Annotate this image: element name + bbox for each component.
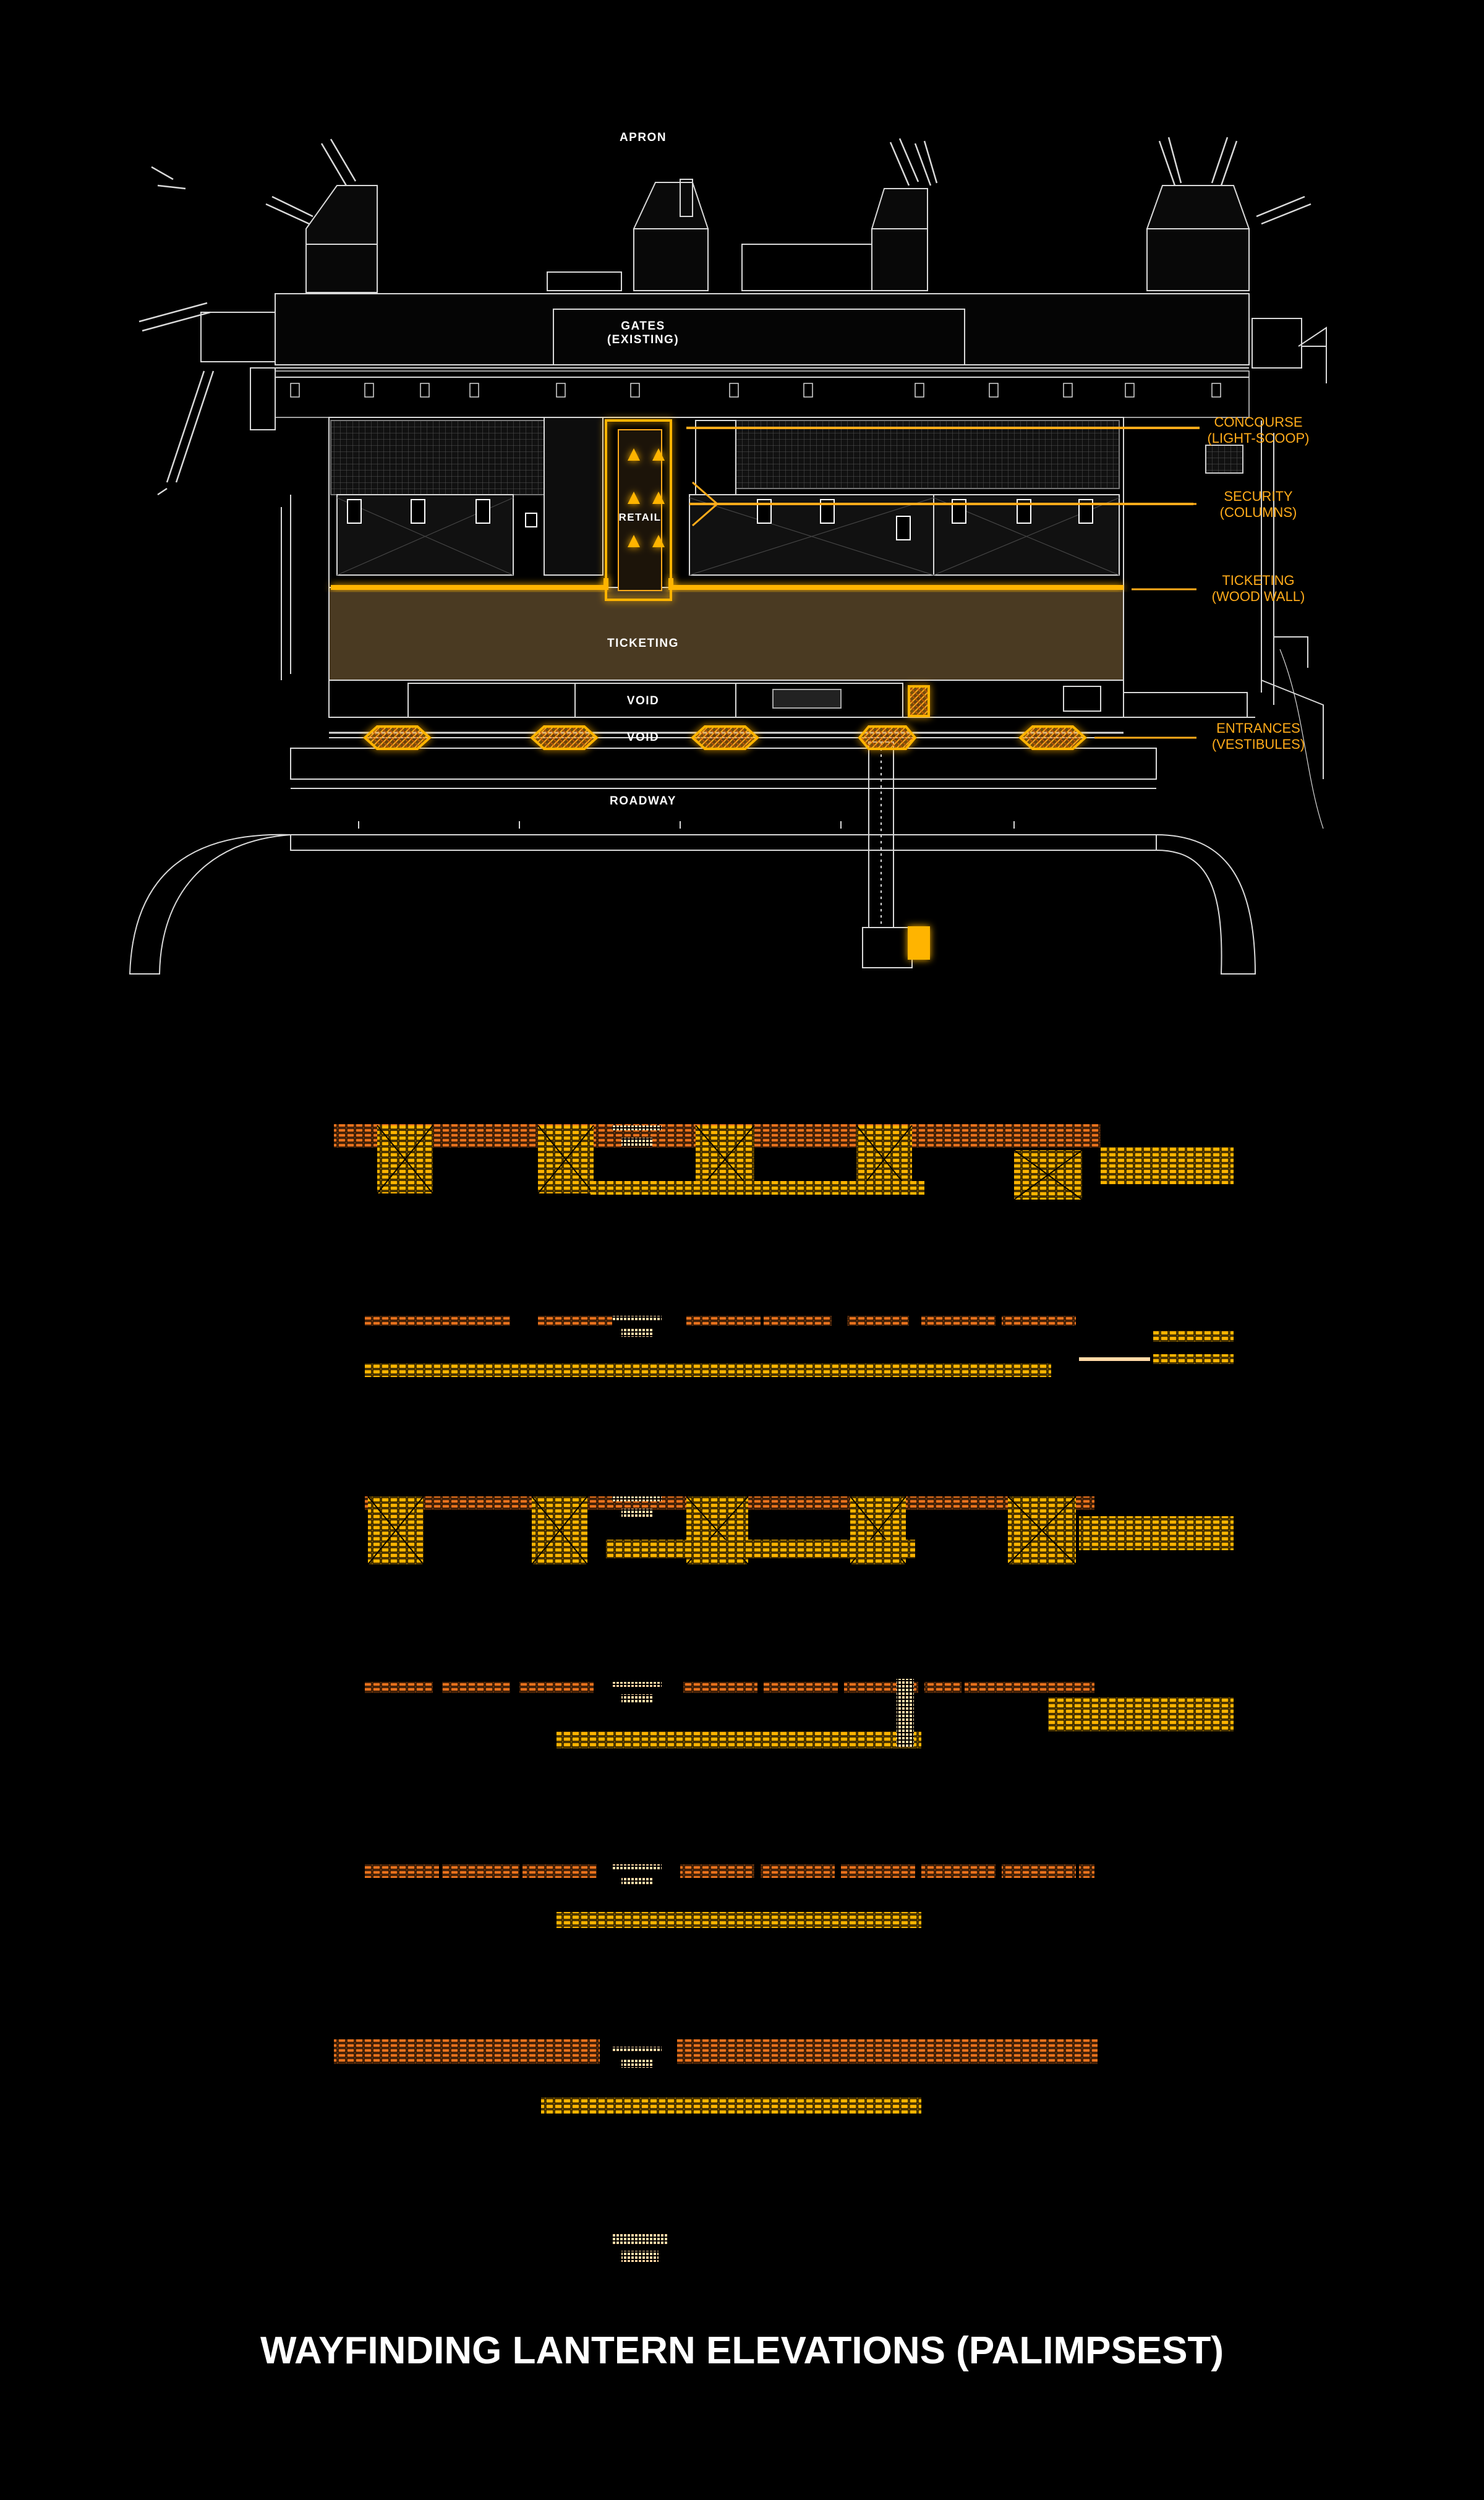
- concourse-lantern-strip: [680, 1864, 754, 1878]
- garage-lantern: [1153, 1354, 1234, 1364]
- gate-room-row: [275, 370, 1250, 418]
- concourse-lantern-strip: [1002, 1864, 1076, 1878]
- retail-lantern: [612, 1682, 662, 1687]
- concourse-lantern-strip: [442, 1682, 510, 1693]
- ticketing-lantern-strip: [606, 1540, 915, 1558]
- concourse-lantern-strip: [519, 1682, 594, 1693]
- security-columns: [347, 499, 1093, 540]
- retail-lantern: [621, 1877, 652, 1885]
- concourse-lantern-strip: [965, 1682, 1094, 1693]
- concourse-lantern-strip: [1079, 1864, 1094, 1878]
- concourse-lantern-strip: [847, 1316, 909, 1326]
- gates-label: GATES (EXISTING): [607, 320, 680, 346]
- ticketing-lantern-strip: [556, 1731, 921, 1749]
- callout-concourse: CONCOURSE (LIGHT-SCOOP): [1207, 414, 1310, 446]
- floor-plan: [129, 137, 1327, 975]
- concourse-lantern-strip: [764, 1316, 832, 1326]
- garage-lantern: [1079, 1357, 1150, 1361]
- concourse-lantern-strip: [683, 1682, 757, 1693]
- concourse-lantern-strip: [365, 1682, 433, 1693]
- bridge-lantern: [897, 1679, 914, 1747]
- vestibule-lanterns: [363, 725, 1087, 750]
- garage-lantern: [1101, 1147, 1234, 1184]
- ticketing-label: TICKETING: [607, 637, 679, 650]
- lantern-pod-bracing: [1007, 1496, 1077, 1565]
- ticketing-lantern-strip: [556, 1912, 921, 1928]
- lantern-elevations: [334, 1124, 1234, 2262]
- gate-pods: [305, 179, 1250, 293]
- retail-lantern: [621, 1328, 652, 1337]
- concourse-lantern-strip: [442, 1316, 510, 1326]
- concourse-lantern-strip: [921, 1316, 996, 1326]
- callout-leaders: [1094, 427, 1200, 739]
- ticketing-lantern-strip: [591, 1181, 924, 1195]
- security-hall: [328, 417, 1124, 588]
- roadway: [129, 649, 1324, 975]
- concourse-lantern-strip: [1002, 1316, 1076, 1326]
- retail-lantern: [612, 1125, 662, 1130]
- retail-lantern: [612, 1316, 662, 1321]
- concourse-lantern-strip: [522, 1864, 597, 1878]
- landside-hall: [328, 587, 1255, 738]
- callout-ticketing: TICKETING (WOOD WALL): [1211, 573, 1305, 604]
- jet-bridges: [139, 137, 1311, 496]
- ticketing-lantern-strip: [365, 1363, 1051, 1377]
- void-label-upper: VOID: [626, 694, 660, 707]
- plan-highlights: [331, 419, 1243, 960]
- retail-lantern: [621, 1509, 652, 1517]
- edge-walls: [281, 326, 1327, 779]
- roadway-label: ROADWAY: [610, 795, 676, 808]
- callout-entrances: ENTRANCES (VESTIBULES): [1211, 720, 1305, 752]
- concourse-lantern-strip: [686, 1316, 761, 1326]
- retail-lantern: [612, 1864, 662, 1869]
- lantern-pod-bracing: [531, 1496, 588, 1565]
- lantern-pod-bracing: [377, 1125, 433, 1194]
- concourse-lantern-strip: [924, 1682, 962, 1693]
- retail-lantern: [612, 2234, 668, 2245]
- lantern-pod-bracing: [367, 1496, 424, 1565]
- void-label-lower: VOID: [626, 731, 660, 744]
- retail-label: RETAIL: [618, 511, 662, 523]
- ticketing-lantern-strip: [541, 2097, 921, 2114]
- concourse-lantern-strip: [334, 2039, 600, 2064]
- gates-building: [200, 293, 1327, 430]
- retail-lantern: [621, 1138, 652, 1146]
- concourse-lantern-strip: [841, 1864, 915, 1878]
- retail-lantern: [621, 2251, 659, 2262]
- concourse-lantern-strip: [365, 1316, 451, 1326]
- retail-lantern: [612, 2047, 662, 2052]
- retail-lantern: [621, 2059, 652, 2068]
- callout-security: SECURITY (COLUMNS): [1219, 488, 1297, 520]
- pedestrian-bridge: [862, 741, 913, 968]
- concourse-lantern-strip: [365, 1864, 439, 1878]
- retail-lantern: [621, 1694, 652, 1703]
- garage-lantern: [1048, 1697, 1234, 1731]
- concourse-lantern-strip: [921, 1864, 996, 1878]
- concourse-lantern-strip: [764, 1682, 838, 1693]
- retail-lantern: [612, 1496, 662, 1501]
- garage-lantern: [1079, 1516, 1234, 1550]
- apron-label: APRON: [619, 131, 667, 144]
- concourse-lantern-strip: [538, 1316, 612, 1326]
- concourse-lantern-strip: [761, 1864, 835, 1878]
- lantern-pod-bracing: [537, 1125, 594, 1194]
- sheet-title: WAYFINDING LANTERN ELEVATIONS (PALIMPSES…: [260, 2329, 1224, 2372]
- lantern-pod-bracing: [1013, 1150, 1083, 1200]
- garage-lantern: [1153, 1331, 1234, 1342]
- concourse-lantern-strip: [442, 1864, 519, 1878]
- concourse-lantern-strip: [677, 2039, 1098, 2064]
